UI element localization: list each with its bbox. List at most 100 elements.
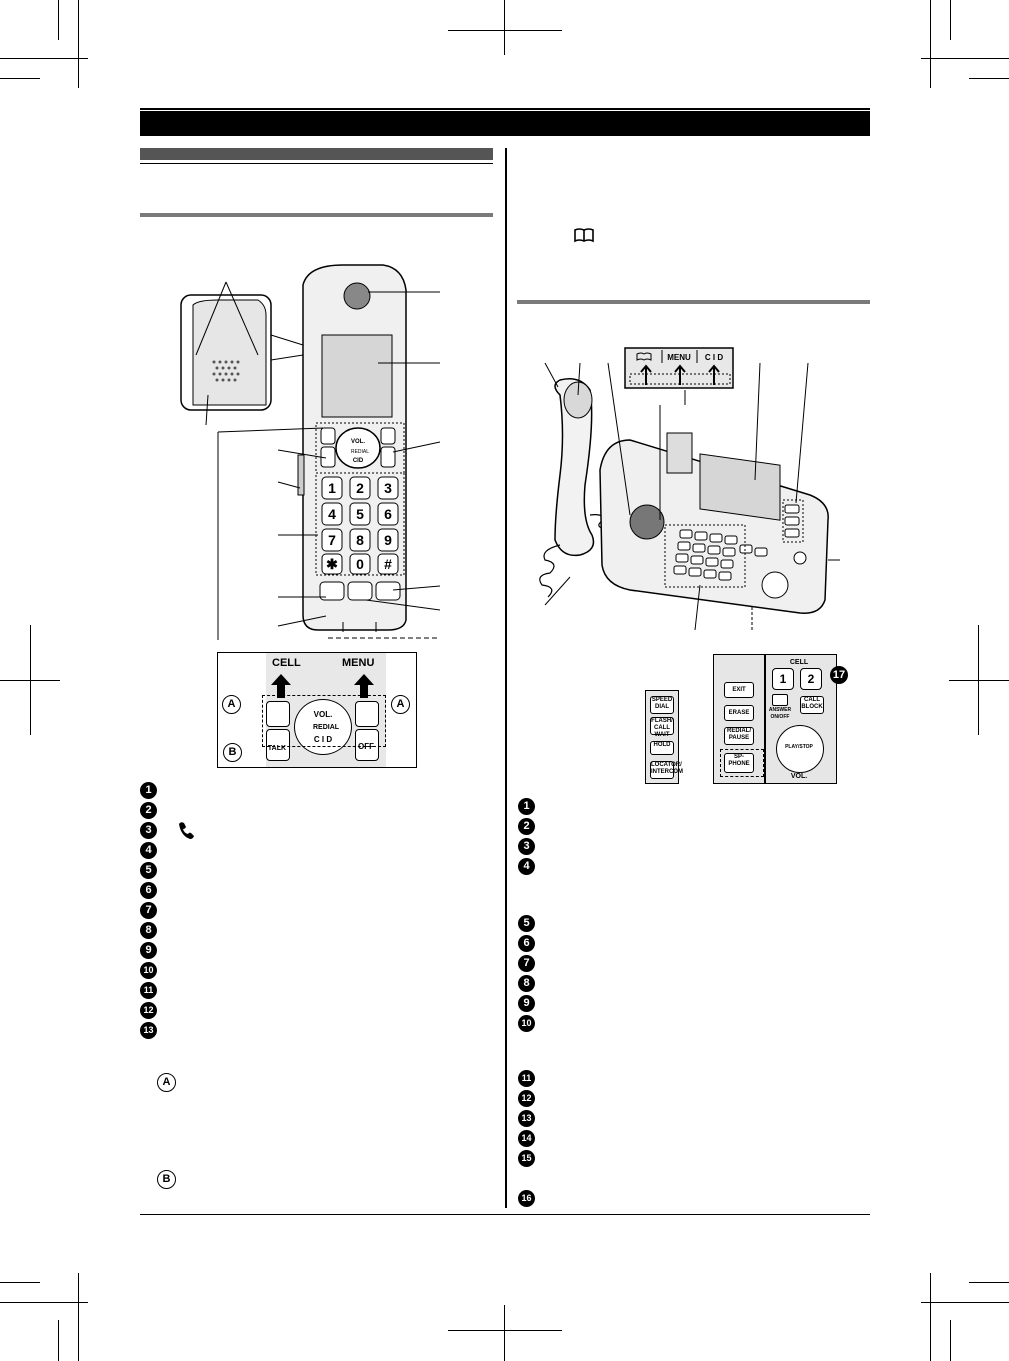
list-number: 2	[518, 818, 535, 835]
crop-mark	[921, 58, 1009, 59]
list-number: 15	[518, 1150, 535, 1167]
svg-text:8: 8	[356, 532, 364, 548]
crop-mark	[504, 0, 505, 55]
play-stop-label: PLAY/STOP	[785, 744, 813, 750]
arrow-up-icon	[270, 673, 292, 704]
zoom-cell-label: CELL	[272, 657, 301, 669]
arrow-up-icon	[353, 673, 375, 704]
crop-mark	[930, 0, 931, 88]
crop-mark	[78, 0, 79, 88]
crop-mark	[969, 78, 1009, 79]
crop-mark	[78, 1273, 79, 1361]
book-icon	[574, 227, 594, 243]
list-number: 2	[140, 802, 157, 819]
callout-b: B	[223, 743, 242, 762]
list-number: 6	[518, 935, 535, 952]
svg-text:7: 7	[328, 532, 336, 548]
svg-text:✱: ✱	[326, 556, 338, 572]
base-vol-label: VOL.	[790, 773, 808, 780]
callout-a-right: A	[391, 695, 410, 714]
list-number: 6	[140, 882, 157, 899]
crop-mark	[930, 1273, 931, 1361]
subsection-rule	[140, 213, 493, 217]
list-number: 12	[518, 1090, 535, 1107]
crop-mark	[949, 680, 1009, 681]
locator-button: LOCATOR/ INTERCOM	[650, 761, 683, 779]
zoom-cid-label: C I D	[313, 735, 333, 744]
list-number: 1	[518, 798, 535, 815]
speed-dial-button: SPEED DIAL	[650, 696, 674, 714]
handset-zoom-inset: CELL MENU VOL. REDIAL C I D TALK OFF	[217, 652, 417, 768]
list-number: 7	[518, 955, 535, 972]
list-number: 3	[518, 838, 535, 855]
header-bar-inner	[140, 110, 870, 137]
base-left-panel: SPEED DIAL FLASH/ CALL WAIT HOLD LOCATOR…	[645, 690, 683, 784]
svg-text:#: #	[384, 556, 392, 572]
section-bar	[140, 148, 493, 160]
list-number: 12	[140, 1002, 157, 1019]
crop-mark	[950, 1320, 951, 1361]
crop-mark	[0, 680, 60, 681]
note-b-letter: B	[157, 1170, 176, 1189]
svg-text:CID: CID	[353, 458, 364, 464]
svg-text:3: 3	[384, 480, 392, 496]
crop-mark	[448, 1330, 562, 1331]
exit-button: EXIT	[724, 682, 754, 698]
flash-button: FLASH/ CALL WAIT	[650, 717, 674, 738]
list-number: 5	[140, 862, 157, 879]
sp-phone-button: SP-PHONE	[724, 753, 754, 773]
callout-a-left: A	[222, 695, 241, 714]
cell-label: CELL	[789, 659, 809, 666]
svg-text:VOL.: VOL.	[351, 439, 365, 445]
answer-label: ANSWER ON/OFF	[768, 707, 792, 720]
list-number: 1	[140, 782, 157, 799]
zoom-redial-label: REDIAL	[312, 724, 340, 731]
item-17-badge: 17	[830, 666, 848, 684]
hold-button: HOLD	[650, 741, 674, 755]
list-number: 3	[140, 822, 157, 839]
header-bar	[140, 108, 870, 137]
svg-text:1: 1	[328, 480, 336, 496]
list-number: 16	[518, 1190, 535, 1207]
section-rule	[140, 163, 493, 164]
crop-mark	[921, 1302, 1009, 1303]
svg-text:0: 0	[356, 556, 364, 572]
svg-text:5: 5	[356, 506, 364, 522]
talk-icon	[176, 820, 198, 845]
svg-text:C I D: C I D	[705, 353, 723, 362]
list-number: 8	[140, 922, 157, 939]
crop-mark	[58, 1320, 59, 1361]
footer-rule	[140, 1214, 870, 1215]
zoom-talk-label: TALK	[267, 745, 287, 752]
list-number: 4	[518, 858, 535, 875]
crop-mark	[0, 1302, 88, 1303]
base-unit-figure: MENU C I D	[539, 347, 840, 631]
zoom-vol-label: VOL.	[313, 710, 333, 719]
svg-text:6: 6	[384, 506, 392, 522]
list-number: 13	[140, 1022, 157, 1039]
zoom-menu-label: MENU	[342, 657, 375, 669]
list-number: 13	[518, 1110, 535, 1127]
svg-text:9: 9	[384, 532, 392, 548]
svg-text:4: 4	[328, 506, 336, 522]
crop-mark	[504, 1305, 505, 1361]
nav-key	[294, 699, 352, 755]
crop-mark	[448, 30, 562, 31]
crop-mark	[0, 1282, 40, 1283]
list-number: 4	[140, 842, 157, 859]
list-number: 9	[140, 942, 157, 959]
column-divider	[505, 148, 507, 1208]
crop-mark	[950, 0, 951, 40]
cell-2-button: 2	[800, 668, 822, 690]
note-a-letter: A	[157, 1073, 176, 1092]
svg-text:MENU: MENU	[667, 353, 691, 362]
base-right-panel: EXIT ERASE REDIAL/ PAUSE SP-PHONE CELL 1…	[713, 654, 837, 784]
svg-text:2: 2	[356, 480, 364, 496]
crop-mark	[58, 0, 59, 40]
list-number: 8	[518, 975, 535, 992]
cell-1-button: 1	[772, 668, 794, 690]
list-number: 11	[518, 1070, 535, 1087]
list-number: 5	[518, 915, 535, 932]
list-number: 14	[518, 1130, 535, 1147]
crop-mark	[969, 1282, 1009, 1283]
